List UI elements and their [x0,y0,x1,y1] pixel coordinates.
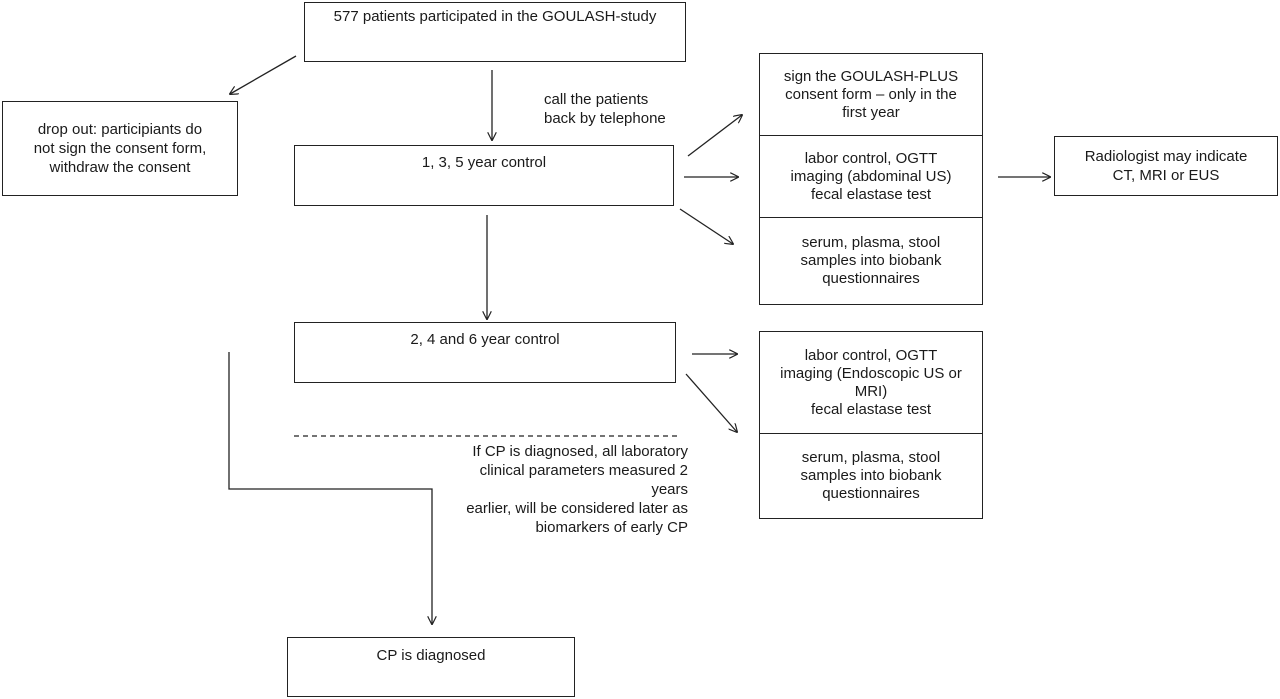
labor-135-cell: labor control, OGTT imaging (abdominal U… [760,135,982,217]
biobank-246-cell: serum, plasma, stool samples into bioban… [760,433,982,518]
arrow-to-cp-diagnosed [228,352,432,624]
control-246-text: 2, 4 and 6 year control [410,331,560,348]
start-box: 577 patients participated in the GOULASH… [304,2,686,62]
dropout-box: drop out: participiants do not sign the … [2,101,238,196]
biobank-135-cell: serum, plasma, stool samples into bioban… [760,217,982,304]
dropout-text: drop out: participiants do not sign the … [33,121,207,176]
control-246-box: 2, 4 and 6 year control [294,322,676,383]
arrow-start-to-dropout [230,55,297,94]
start-text: 577 patients participated in the GOULASH… [333,8,657,25]
cp-diagnosed-box: CP is diagnosed [287,637,575,697]
labor-246-cell: labor control, OGTT imaging (Endoscopic … [780,346,962,418]
cp-note: If CP is diagnosed, all laboratory clini… [466,443,688,536]
arrow-control-135-to-consent [687,115,742,157]
call-patients-label: call the patients back by telephone [544,91,666,127]
control-135-text: 1, 3, 5 year control [421,154,547,171]
arrow-control-246-to-biobank [685,373,737,432]
arrow-control-135-to-biobank [679,208,733,244]
control-135-box: 1, 3, 5 year control [294,145,674,206]
radiologist-box: Radiologist may indicate CT, MRI or EUS [1054,136,1278,196]
control-246-actions: labor control, OGTT imaging (Endoscopic … [759,331,983,519]
consent-form-cell: sign the GOULASH-PLUS consent form – onl… [783,67,959,121]
cp-diagnosed-text: CP is diagnosed [376,647,486,664]
radiologist-text: Radiologist may indicate CT, MRI or EUS [1084,148,1248,184]
control-135-actions: sign the GOULASH-PLUS consent form – onl… [759,53,983,305]
